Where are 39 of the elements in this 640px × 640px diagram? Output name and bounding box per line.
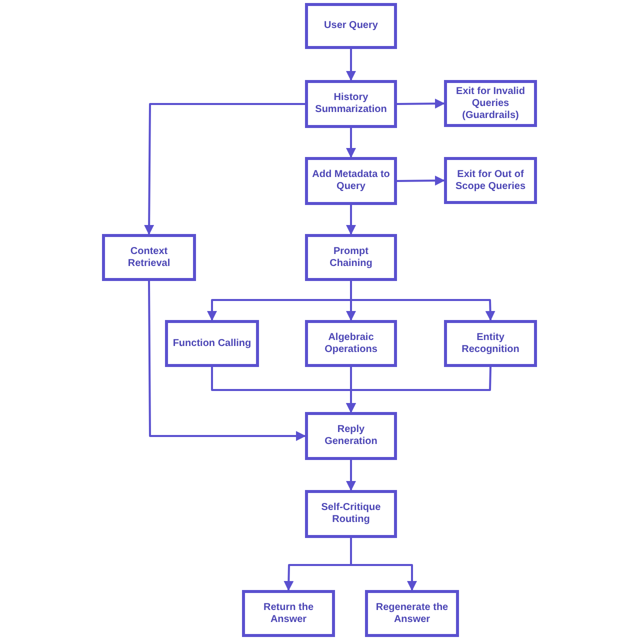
box-label: Algebraic Operations: [324, 332, 378, 356]
arrow: [144, 103, 305, 235]
box-label: Context Retrieval: [126, 246, 172, 270]
process-box: [242, 590, 335, 637]
process-box: [305, 157, 397, 205]
process-box: [444, 80, 537, 127]
box-label: Function Calling: [172, 338, 252, 350]
process-box: [102, 234, 196, 281]
arrow: [346, 128, 356, 158]
arrow: [396, 176, 445, 186]
arrow: [350, 538, 417, 591]
box-label: Exit for Out of Scope Queries: [454, 168, 527, 192]
box-label: Prompt Chaining: [328, 246, 374, 270]
box-label: Entity Recognition: [460, 332, 520, 356]
arrow: [346, 205, 356, 235]
arrow: [396, 98, 445, 109]
box-label: Add Metadata to Query: [312, 169, 390, 193]
process-box: [305, 490, 397, 538]
arrow: [148, 281, 306, 441]
process-box: [305, 3, 397, 49]
box-label: Self-Critique Routing: [320, 502, 382, 526]
box-label: History Summarization: [314, 92, 388, 116]
box-label: Exit for Invalid Queries (Guardrails): [455, 86, 526, 122]
process-box: [305, 320, 397, 367]
arrow: [346, 460, 356, 491]
process-box: [165, 320, 259, 367]
box-label: User Query: [324, 20, 378, 32]
process-box: [305, 234, 397, 281]
process-box: [305, 412, 397, 460]
box-label: Regenerate the Answer: [374, 602, 450, 626]
process-box: [365, 590, 459, 637]
arrow: [346, 49, 356, 81]
process-box: [444, 157, 537, 204]
box-label: Reply Generation: [324, 424, 378, 448]
process-box: [305, 80, 397, 128]
arrow: [350, 281, 496, 321]
box-label: Return the Answer: [262, 602, 314, 626]
process-box: [444, 320, 537, 367]
arrow: [346, 366, 492, 413]
